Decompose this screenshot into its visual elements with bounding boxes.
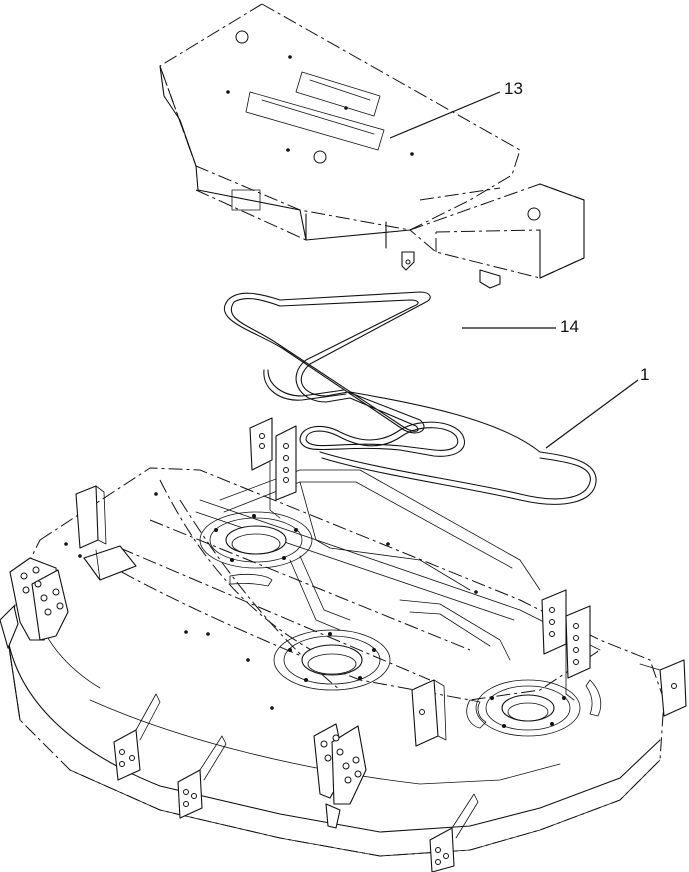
belt-cover <box>159 3 585 289</box>
spindle-right <box>475 679 581 737</box>
spindle-left <box>199 511 313 569</box>
callout-14: 14 <box>462 317 579 336</box>
callout-14-label: 14 <box>560 317 579 336</box>
drive-belt <box>223 291 431 434</box>
deck-belt <box>299 391 597 505</box>
callout-13: 13 <box>389 79 523 139</box>
callout-13-label: 13 <box>504 79 523 98</box>
callout-1-label: 1 <box>640 365 649 384</box>
callout-1: 1 <box>545 365 649 449</box>
spindle-center <box>273 629 391 691</box>
mower-deck <box>7 467 665 857</box>
deck-brackets <box>0 417 687 872</box>
